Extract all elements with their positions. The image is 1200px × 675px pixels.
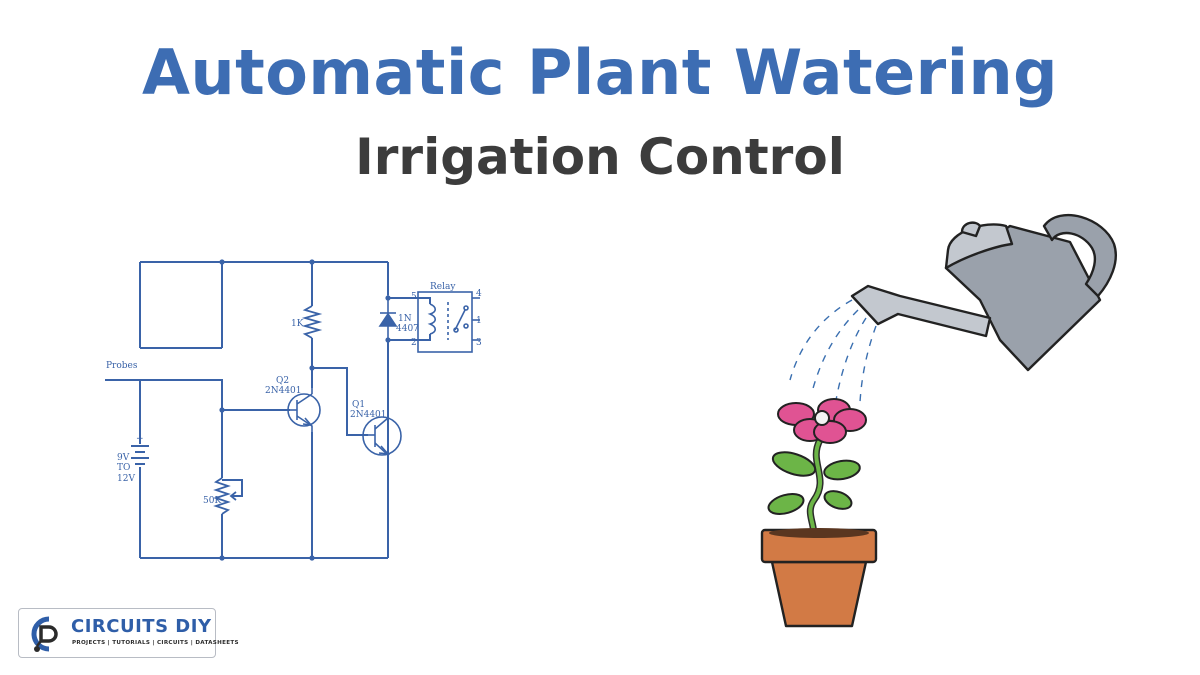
water-drops [789, 299, 877, 403]
circuits-diy-logo-icon [31, 616, 58, 652]
q2-name-label: Q2 [276, 376, 289, 386]
resistor-label: 1K [291, 319, 304, 329]
probes-label: Probes [106, 361, 138, 371]
circuits-diy-logo[interactable]: CIRCUITS DIY PROJECTS | TUTORIALS | CIRC… [18, 608, 238, 658]
transistor-q1-symbol [362, 416, 402, 456]
supply-to-label: TO [117, 463, 130, 473]
circuit-wires [105, 261, 431, 559]
diode-part-label: 4407 [396, 324, 419, 334]
q1-part-label: 2N4401 [350, 410, 387, 420]
transistor-q2-symbol [287, 388, 321, 432]
diode-name-label: 1N [398, 314, 412, 324]
page-subtitle: Irrigation Control [355, 128, 845, 186]
relay-pin-3-label: 3 [476, 338, 482, 348]
relay-label: Relay [430, 282, 456, 292]
logo-name: CIRCUITS DIY [71, 616, 212, 637]
q1-name-label: Q1 [352, 400, 365, 410]
flower-icon [777, 398, 867, 444]
potentiometer-symbol [213, 477, 242, 515]
logo-tagline: PROJECTS | TUTORIALS | CIRCUITS | DATASH… [72, 640, 239, 646]
potentiometer-label: 50K [203, 496, 221, 506]
flower-pot-icon [760, 528, 878, 628]
watering-can-icon [850, 213, 1117, 372]
relay-pin-4-label: 4 [476, 289, 482, 299]
supply-max-label: 12V [117, 474, 135, 484]
leaves [767, 451, 861, 515]
resistor-1k-symbol [301, 305, 323, 339]
battery-symbol [131, 445, 149, 465]
relay-pin-2-label: 2 [411, 338, 417, 348]
supply-voltage-label: 9V [117, 453, 130, 463]
relay-symbol [417, 291, 480, 353]
q2-part-label: 2N4401 [265, 386, 302, 396]
relay-pin-5-label: 5 [411, 292, 417, 302]
diode-symbol [378, 295, 398, 342]
battery-plus-label: + [136, 434, 144, 444]
page-title: Automatic Plant Watering [142, 36, 1058, 109]
relay-pin-1-label: 1 [476, 316, 482, 326]
